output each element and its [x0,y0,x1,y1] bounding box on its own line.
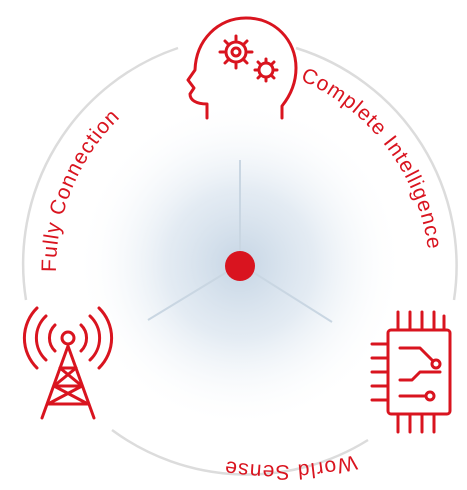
radio-tower-icon [22,306,114,420]
center-dot [225,251,255,281]
microchip-icon [370,310,452,434]
ring-segment-right [295,46,458,301]
spoke-right [239,263,333,323]
spoke-left [147,263,241,321]
ring-segment-bottom [111,428,369,476]
head-with-gears-icon [186,16,298,120]
label-world-sense: World Sense [222,450,359,483]
spokes [147,160,333,323]
outer-ring [21,46,458,476]
ring-segment-left [21,46,179,301]
